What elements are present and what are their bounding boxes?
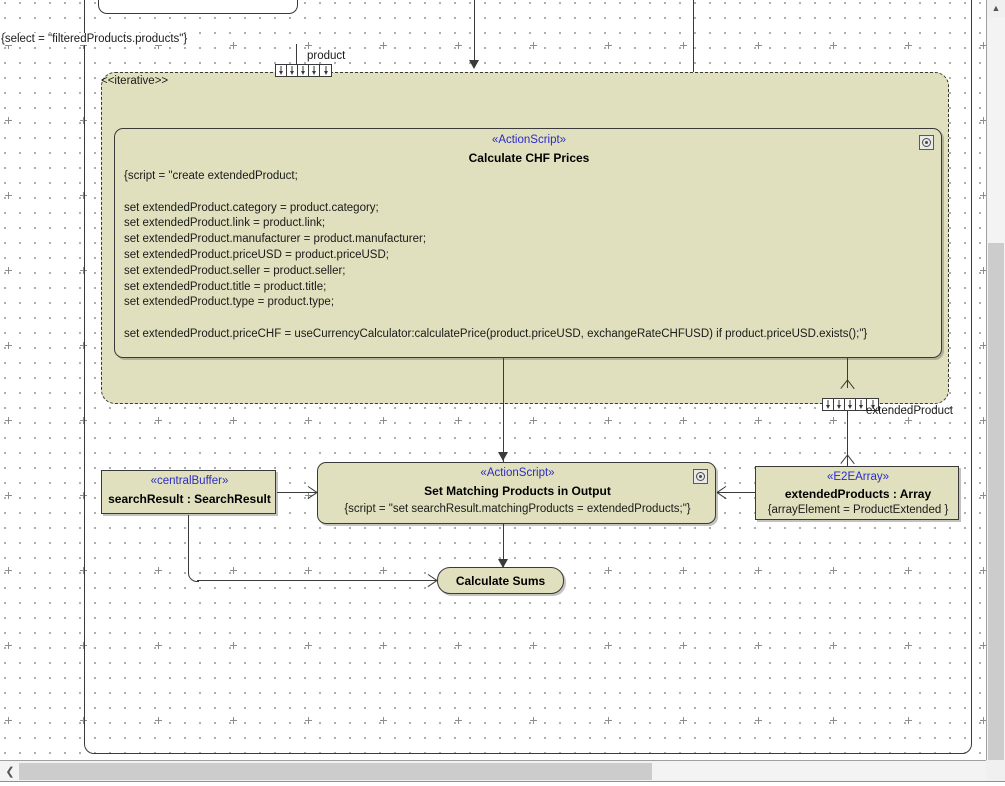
arrowhead-into-setmatching (498, 452, 508, 461)
edge-setmatching-to-sums (503, 524, 504, 569)
vertical-scroll-thumb[interactable] (988, 243, 1004, 760)
node-stereotype: «ActionScript» (491, 134, 567, 146)
scroll-up-arrow[interactable]: ▲ (987, 0, 1005, 17)
edge-buffer-to-sums-elbow (188, 562, 199, 582)
arrowhead-into-sums-left (426, 575, 437, 586)
edge-transformation-to-pin (296, 44, 297, 71)
pin-cell (309, 65, 320, 76)
node-constraint: {arrayElement = ProductExtended } (767, 504, 949, 516)
arrowhead-setmatching-right (717, 487, 728, 498)
node-title: extendedProducts : Array (784, 487, 932, 501)
pin-cell (823, 399, 834, 410)
node-script-body: {script = "create extendedProduct; set e… (124, 170, 868, 340)
node-calculate-sums[interactable]: Calculate Sums (437, 567, 564, 594)
edge-buffer-to-sums-horizontal (197, 580, 437, 581)
diagram-canvas[interactable]: «Transformation» {select = "filteredProd… (0, 0, 986, 760)
transformation-constraint: {select = "filteredProducts.products"} (0, 33, 190, 45)
node-search-result-buffer[interactable]: «centralBuffer» searchResult : SearchRes… (101, 470, 276, 514)
action-script-icon[interactable] (919, 135, 934, 150)
edge-top-into-calc (693, 0, 694, 125)
edge-buffer-to-setmatching (277, 492, 317, 493)
transformation-node[interactable]: «Transformation» (98, 0, 298, 14)
edge-calc-to-setmatching (503, 358, 504, 462)
edge-calc-to-output-pin (847, 358, 848, 388)
node-stereotype: «ActionScript» (480, 467, 555, 479)
pin-cell (298, 65, 309, 76)
edge-array-to-setmatching (718, 492, 756, 493)
node-stereotype: «centralBuffer» (150, 475, 229, 487)
expansion-region-label: <<iterative>> (101, 75, 169, 87)
arrowhead-output-pin (842, 380, 853, 390)
node-calculate-chf-prices[interactable]: «ActionScript» Calculate CHF Prices {scr… (114, 128, 942, 358)
expansion-output-pin[interactable] (822, 398, 879, 411)
vertical-scrollbar[interactable]: ▲ (986, 0, 1005, 760)
node-stereotype: «E2EArray» (826, 471, 889, 483)
horizontal-scroll-thumb[interactable] (19, 763, 652, 780)
badge-ring (696, 472, 705, 481)
edge-buffer-to-sums-vertical (188, 515, 189, 571)
pin-cell (287, 65, 298, 76)
pin-cell (276, 65, 287, 76)
horizontal-scrollbar[interactable]: ❮ ❯ (0, 760, 1005, 782)
edge-pin-to-array (847, 411, 848, 466)
node-extended-products-array[interactable]: «E2EArray» extendedProducts : Array {arr… (755, 466, 959, 520)
pin-cell (845, 399, 856, 410)
pin-cell (320, 65, 331, 76)
arrowhead-into-sums-top (498, 559, 508, 568)
arrowhead-into-region (469, 60, 479, 69)
node-script-body: {script = "set searchResult.matchingProd… (344, 503, 691, 515)
scrollbar-corner (986, 760, 1005, 782)
node-title: Set Matching Products in Output (424, 484, 611, 498)
input-pin-label: product (307, 50, 346, 62)
node-title: Calculate CHF Prices (468, 151, 590, 165)
arrowhead-into-array (842, 455, 853, 465)
window-bottom-edge (0, 781, 1005, 786)
node-title: searchResult : SearchResult (108, 492, 271, 506)
edge-top-into-region (474, 0, 475, 64)
expansion-input-pin[interactable] (275, 64, 332, 77)
arrowhead-setmatching-left (306, 487, 317, 498)
pin-cell (834, 399, 845, 410)
scroll-left-arrow[interactable]: ❮ (5, 766, 15, 778)
node-title: Calculate Sums (455, 573, 546, 588)
output-pin-label: extendedProduct (866, 405, 953, 417)
badge-ring (922, 138, 931, 147)
action-script-icon[interactable] (693, 469, 708, 484)
node-set-matching-products[interactable]: «ActionScript» Set Matching Products in … (317, 462, 716, 524)
